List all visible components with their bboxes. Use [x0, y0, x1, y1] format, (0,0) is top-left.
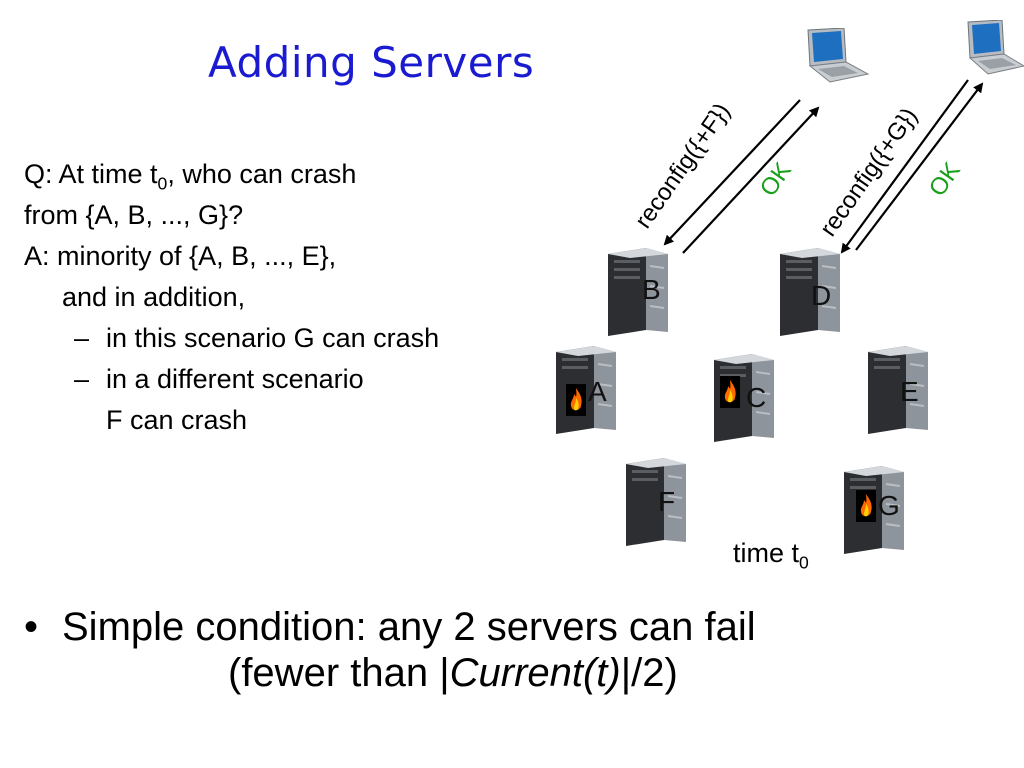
server-b — [606, 246, 670, 343]
time-subscript: 0 — [157, 173, 168, 194]
fire-icon — [720, 376, 740, 408]
bullet-text-prefix: (fewer than | — [228, 651, 450, 695]
bullet-text-suffix: |/2) — [620, 651, 678, 695]
bullet-line-1: • Simple condition: any 2 servers can fai… — [24, 604, 756, 650]
reply-arrow-g — [855, 82, 984, 251]
reply-label-f: OK — [755, 158, 797, 202]
reply-label-g: OK — [924, 158, 966, 202]
answer-item-1: –in this scenario G can crash — [24, 318, 439, 359]
server-d — [778, 246, 842, 343]
server-a — [554, 344, 618, 441]
bullet-text: Simple condition: any 2 servers can fail — [62, 605, 756, 649]
server-tower-icon — [780, 248, 840, 336]
slide-title: Adding Servers — [208, 38, 535, 87]
request-arrow-g — [840, 79, 969, 254]
main-bullet: • Simple condition: any 2 servers can fai… — [24, 604, 756, 696]
question-answer-block: Q: At time t0, who can crash from {A, B,… — [24, 154, 439, 441]
bullet-line-2: (fewer than |Current(t)|/2) — [24, 650, 756, 696]
request-arrow-f — [663, 99, 801, 246]
server-tower-icon — [608, 248, 668, 336]
answer-line-1: A: minority of {A, B, ..., E}, — [24, 241, 337, 271]
laptop-icon — [807, 28, 870, 83]
dash-marker: – — [74, 323, 90, 353]
server-g-label: G — [878, 490, 900, 521]
reply-arrow-f — [682, 106, 820, 254]
server-f — [624, 456, 688, 553]
server-e — [866, 344, 930, 441]
answer-item-2-continuation: F can crash — [106, 405, 248, 435]
question-line-2: from {A, B, ..., G}? — [24, 200, 244, 230]
laptop-icon — [967, 20, 1024, 75]
server-f-label: F — [658, 486, 676, 517]
answer-item-text: in this scenario G can crash — [106, 323, 440, 353]
server-b-label: B — [642, 274, 661, 305]
time-label-subscript: 0 — [799, 552, 809, 573]
server-tower-icon — [626, 458, 686, 546]
bullet-marker: • — [24, 605, 39, 649]
server-c-label: C — [746, 382, 767, 413]
question-line-1: Q: At time t0, who can crash — [24, 154, 439, 195]
time-label: time t0 — [733, 538, 809, 573]
current-t-expression: Current(t) — [449, 651, 621, 695]
server-a-label: A — [588, 376, 607, 407]
answer-line-2: and in addition, — [62, 282, 246, 312]
fire-icon — [566, 384, 586, 416]
server-e-label: E — [900, 376, 919, 407]
server-tower-icon — [868, 346, 928, 434]
time-label-text: time t — [733, 538, 800, 568]
server-d-label: D — [811, 280, 832, 311]
question-text-end: , who can crash — [167, 159, 357, 189]
answer-item-text: in a different scenario — [106, 364, 364, 394]
request-label-g: reconfig({+G}) — [815, 103, 923, 241]
fire-icon — [856, 490, 876, 522]
dash-marker: – — [74, 364, 90, 394]
question-text: Q: At time t — [24, 159, 158, 189]
answer-item-2: –in a different scenario — [24, 359, 439, 400]
server-tower-icon — [556, 346, 616, 434]
